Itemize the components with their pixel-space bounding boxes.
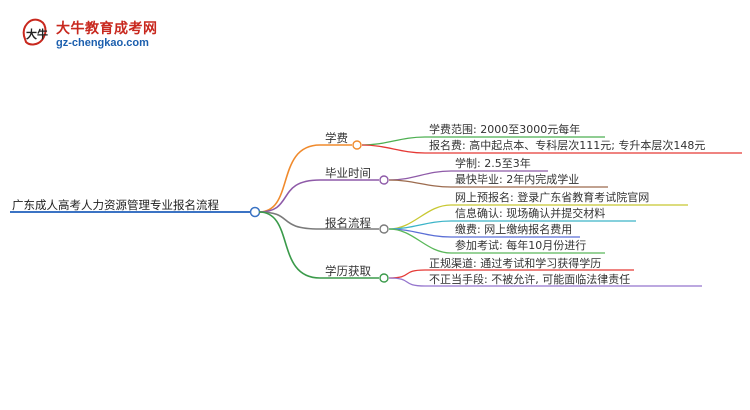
leaf-info-confirm: 信息确认: 现场确认并提交材料 <box>455 207 606 220</box>
root-to-branch-curve-1 <box>258 179 321 213</box>
branch-to-leaf-curve-2-3 <box>388 228 452 254</box>
root-to-branch-curve-3 <box>258 211 321 279</box>
branch-to-leaf-curve-3-1 <box>388 277 426 287</box>
root-to-branch-curve-0 <box>258 144 321 213</box>
branch-node-circle-3 <box>379 273 389 283</box>
branch-node-circle-0 <box>352 140 362 150</box>
branch-label-process: 报名流程 <box>325 216 371 230</box>
leaf-improper-means: 不正当手段: 不被允许, 可能面临法律责任 <box>429 273 631 286</box>
root-node-label: 广东成人高考人力资源管理专业报名流程 <box>12 198 219 212</box>
logo-title: 大牛教育成考网 <box>56 21 158 37</box>
branch-to-leaf-curve-0-1 <box>361 144 426 154</box>
leaf-study-duration: 学制: 2.5至3年 <box>455 157 531 170</box>
branch-to-leaf-curve-0-0 <box>361 136 426 146</box>
branch-label-degree: 学历获取 <box>325 264 371 278</box>
logo-mark-text: 大牛 <box>26 27 48 41</box>
leaf-registration-fee: 报名费: 高中起点本、专科层次111元; 专升本层次148元 <box>429 139 706 152</box>
leaf-payment: 缴费: 网上缴纳报名费用 <box>455 223 573 236</box>
branch-node-circle-1 <box>379 175 389 185</box>
branch-to-leaf-curve-1-0 <box>388 170 452 181</box>
site-logo[interactable]: 大牛 大牛教育成考网 gz-chengkao.com <box>18 14 168 54</box>
leaf-online-preregister: 网上预报名: 登录广东省教育考试院官网 <box>455 191 650 204</box>
branch-node-circle-2 <box>379 224 389 234</box>
branch-to-leaf-curve-1-1 <box>388 179 452 188</box>
leaf-legit-channel: 正规渠道: 通过考试和学习获得学历 <box>429 257 602 270</box>
branch-label-graduation: 毕业时间 <box>325 166 371 180</box>
leaf-tuition-range: 学费范围: 2000至3000元每年 <box>429 123 581 136</box>
root-to-branch-curve-2 <box>258 211 321 230</box>
leaf-take-exam: 参加考试: 每年10月份进行 <box>455 239 587 252</box>
bull-logo-icon: 大牛 <box>22 18 48 46</box>
leaf-fastest-graduation: 最快毕业: 2年内完成学业 <box>455 173 580 186</box>
branch-to-leaf-curve-3-0 <box>388 269 426 279</box>
root-node-circle <box>249 206 261 218</box>
branch-label-tuition: 学费 <box>325 131 348 145</box>
logo-url: gz-chengkao.com <box>56 37 149 49</box>
